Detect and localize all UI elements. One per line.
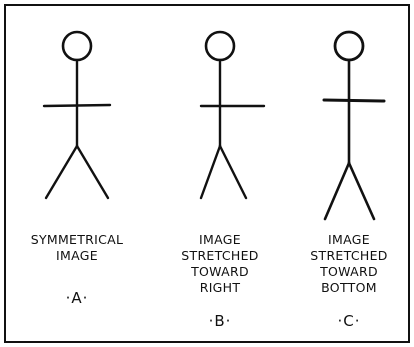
stick-figure-a: [42, 30, 112, 200]
figure-frame: [4, 4, 410, 343]
arms-a: [42, 103, 112, 108]
stick-figure-b: [199, 30, 266, 200]
label-b: ·B·: [208, 312, 232, 330]
caption-a: SYMMETRICAL IMAGE: [18, 232, 136, 264]
caption-b-line-3: TOWARD: [191, 264, 249, 279]
caption-b-line-2: STRETCHED: [181, 248, 259, 263]
caption-c-line-2: STRETCHED: [310, 248, 388, 263]
label-a: ·A·: [65, 289, 89, 307]
caption-b-line-4: RIGHT: [199, 280, 241, 295]
left-leg-a: [44, 144, 79, 200]
caption-b: IMAGE STRETCHED TOWARD RIGHT: [168, 232, 272, 296]
caption-a-line-1: SYMMETRICAL: [30, 232, 124, 247]
right-leg-a: [75, 144, 110, 200]
right-leg-c: [347, 161, 376, 221]
label-c: ·C·: [337, 312, 361, 330]
left-leg-c: [323, 161, 351, 221]
figure-panel-a: SYMMETRICAL IMAGE ·A·: [18, 0, 136, 347]
caption-c: IMAGE STRETCHED TOWARD BOTTOM: [296, 232, 402, 296]
stick-figure-c: [322, 30, 386, 221]
caption-c-line-1: IMAGE: [328, 232, 370, 247]
figure-panel-c: IMAGE STRETCHED TOWARD BOTTOM ·C·: [296, 0, 402, 347]
arms-c: [322, 98, 386, 103]
left-leg-b: [199, 144, 222, 200]
figure-panel-b: IMAGE STRETCHED TOWARD RIGHT ·B·: [168, 0, 272, 347]
caption-c-line-4: BOTTOM: [321, 280, 377, 295]
caption-b-line-1: IMAGE: [199, 232, 241, 247]
caption-a-line-2: IMAGE: [56, 248, 98, 263]
caption-c-line-3: TOWARD: [320, 264, 378, 279]
right-leg-b: [218, 144, 248, 200]
